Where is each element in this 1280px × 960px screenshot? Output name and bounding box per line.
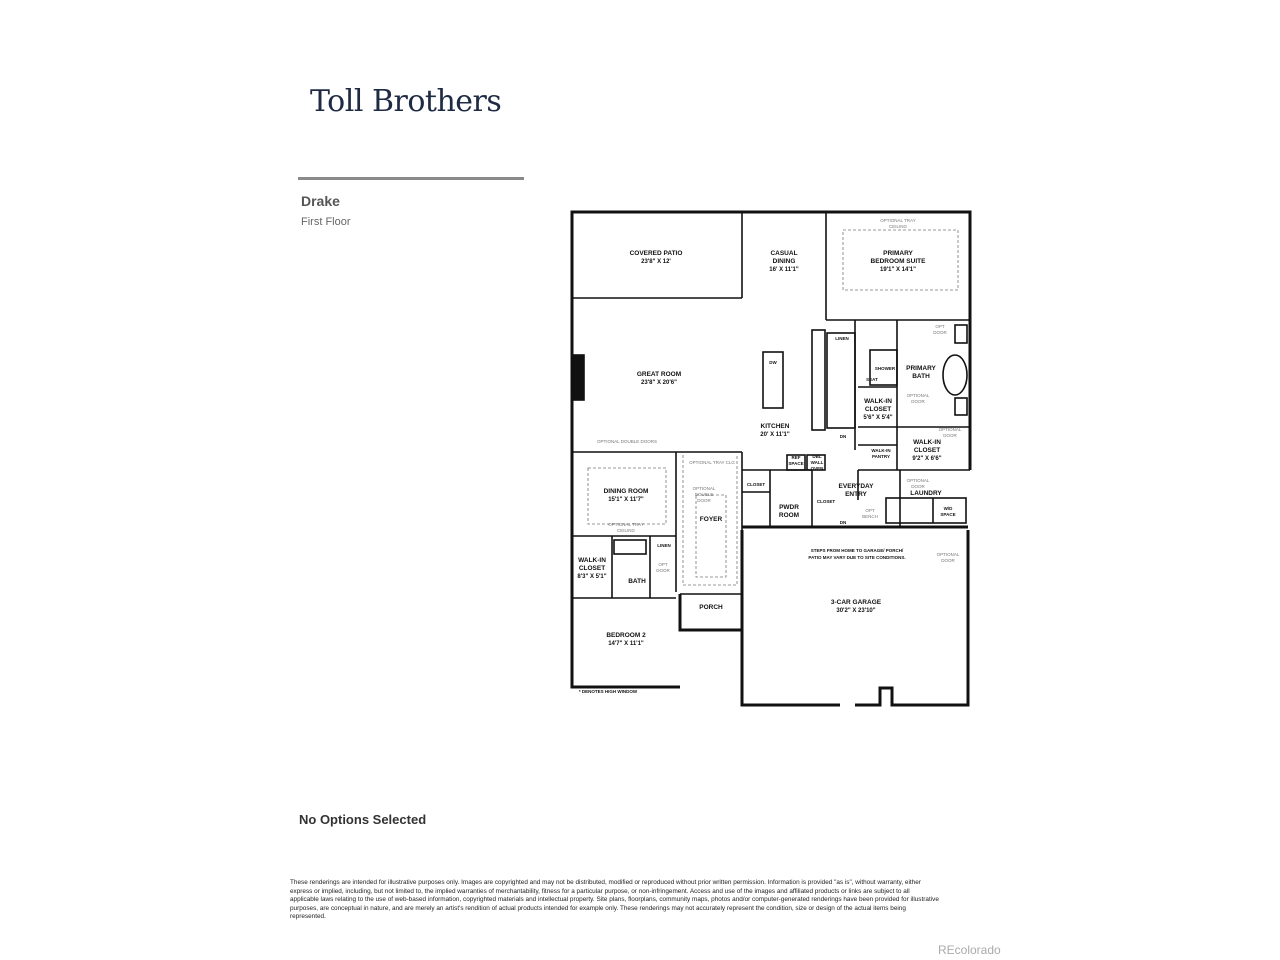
floor-plan-interior-walls bbox=[571, 212, 970, 688]
seat-label: SEAT bbox=[866, 377, 878, 382]
garage-dims: 30'2" X 23'10" bbox=[836, 608, 875, 614]
disclaimer-text: These renderings are intended for illust… bbox=[290, 879, 939, 921]
casual-dining-name-2: DINING bbox=[773, 258, 796, 265]
primary-bedroom-name-1: PRIMARY bbox=[883, 250, 913, 257]
optional-tray-ceiling-note-a2: CEILING bbox=[889, 224, 908, 229]
bedroom-2-name: BEDROOM 2 bbox=[606, 632, 646, 639]
primary-bath-name-2: BATH bbox=[912, 373, 930, 380]
optional-tray-ceilings bbox=[587, 229, 959, 586]
walk-in-closet-2-dims: 9'2" X 6'6" bbox=[912, 456, 941, 462]
optional-tray-ceiling-note-a1: OPTIONAL TRAY bbox=[880, 218, 915, 223]
optional-tray-ceiling-note-c2: CEILING bbox=[617, 528, 636, 533]
pwdr-room-name-1: PWDR bbox=[779, 504, 799, 511]
shower-label: SHOWER bbox=[875, 366, 896, 371]
dishwasher-label: DW bbox=[769, 360, 777, 365]
opt-door-label-b2: DOOR bbox=[656, 568, 670, 573]
model-name: Drake bbox=[301, 193, 340, 209]
kitchen-name: KITCHEN bbox=[761, 423, 790, 430]
optional-door-note-a2: DOOR bbox=[911, 399, 925, 404]
walk-in-pantry-label-1: WALK-IN bbox=[871, 448, 890, 453]
primary-bath-name-1: PRIMARY bbox=[906, 365, 936, 372]
optional-double-door-note-2: DOUBLE bbox=[695, 492, 714, 497]
opt-bench-label-1: OPT bbox=[865, 508, 875, 513]
walk-in-closet-primary-name-2: CLOSET bbox=[865, 406, 891, 413]
casual-dining-name-1: CASUAL bbox=[770, 250, 797, 257]
ref-space-label-1: REF bbox=[792, 455, 801, 460]
steps-note-1: STEPS FROM HOME TO GARAGE/ PORCH/ bbox=[811, 548, 904, 553]
great-room-name: GREAT ROOM bbox=[637, 371, 681, 378]
wd-space-label-1: W/D bbox=[944, 506, 953, 511]
opt-bench-label-2: BENCH bbox=[862, 514, 878, 519]
stairs-down-label-2: DN bbox=[840, 520, 847, 525]
optional-door-note-b1: OPTIONAL bbox=[939, 427, 962, 432]
optional-tray-ceiling-note-c1: OPTIONAL TRAY bbox=[608, 522, 643, 527]
divider bbox=[298, 177, 524, 180]
ref-space-label-2: SPACE bbox=[788, 461, 803, 466]
closet-label-2: CLOSET bbox=[817, 499, 836, 504]
covered-patio-name: COVERED PATIO bbox=[630, 250, 683, 257]
wd-space-label-2: SPACE bbox=[940, 512, 955, 517]
linen-label-2: LINEN bbox=[657, 543, 671, 548]
garage-name: 3-CAR GARAGE bbox=[831, 599, 882, 606]
linen-label: LINEN bbox=[835, 336, 849, 341]
bath-name: BATH bbox=[628, 578, 646, 585]
optional-door-note-d2: DOOR bbox=[941, 558, 955, 563]
walk-in-closet-primary-dims: 5'6" X 5'4" bbox=[863, 415, 892, 421]
dbl-wall-oven-label-1: DBL bbox=[812, 454, 821, 459]
brand-logo: Toll Brothers bbox=[310, 84, 502, 119]
dining-room-name: DINING ROOM bbox=[604, 488, 649, 495]
foyer-name: FOYER bbox=[700, 516, 723, 523]
kitchen-dims: 20' X 11'1" bbox=[760, 432, 790, 438]
walk-in-closet-2-name-2: CLOSET bbox=[914, 447, 940, 454]
optional-door-note-b2: DOOR bbox=[943, 433, 957, 438]
walk-in-pantry-label-2: PANTRY bbox=[872, 454, 890, 459]
walk-in-closet-bed2-name-2: CLOSET bbox=[579, 565, 605, 572]
great-room-dims: 23'8" X 20'6" bbox=[641, 380, 677, 386]
options-status: No Options Selected bbox=[299, 812, 427, 827]
floor-name: First Floor bbox=[301, 216, 351, 228]
optional-door-note-c1: OPTIONAL bbox=[907, 478, 930, 483]
opt-door-label-2: DOOR bbox=[933, 330, 947, 335]
walk-in-closet-bed2-name-1: WALK-IN bbox=[578, 557, 606, 564]
dbl-wall-oven-label-3: OVEN bbox=[811, 466, 824, 471]
primary-bedroom-dims: 19'1" X 14'1" bbox=[880, 267, 916, 273]
closet-label: CLOSET bbox=[747, 482, 766, 487]
high-window-note: * DENOTES HIGH WINDOW bbox=[579, 689, 638, 694]
optional-door-note-a1: OPTIONAL bbox=[907, 393, 930, 398]
optional-double-doors-note: OPTIONAL DOUBLE DOORS bbox=[597, 439, 657, 444]
walk-in-closet-2-name-1: WALK-IN bbox=[913, 439, 941, 446]
pwdr-room-name-2: ROOM bbox=[779, 512, 799, 519]
optional-door-note-c2: DOOR bbox=[911, 484, 925, 489]
dbl-wall-oven-label-2: WALL bbox=[811, 460, 824, 465]
watermark: REcolorado bbox=[938, 943, 1001, 957]
everyday-entry-name-2: ENTRY bbox=[845, 491, 867, 498]
laundry-name: LAUNDRY bbox=[910, 490, 942, 497]
porch-name: PORCH bbox=[699, 604, 723, 611]
optional-door-note-d1: OPTIONAL bbox=[937, 552, 960, 557]
opt-door-label-b1: OPT bbox=[658, 562, 668, 567]
bedroom-2-dims: 14'7" X 11'1" bbox=[608, 641, 644, 647]
walk-in-closet-primary-name-1: WALK-IN bbox=[864, 398, 892, 405]
everyday-entry-name-1: EVERYDAY bbox=[839, 483, 875, 490]
walk-in-closet-bed2-dims: 8'3" X 5'1" bbox=[577, 574, 606, 580]
optional-double-door-note-3: DOOR bbox=[697, 498, 711, 503]
opt-door-label-1: OPT bbox=[935, 324, 945, 329]
dining-room-dims: 15'1" X 11'7" bbox=[608, 497, 644, 503]
stairs-down-label: DN bbox=[840, 434, 847, 439]
optional-double-door-note-1: OPTIONAL bbox=[693, 486, 716, 491]
covered-patio-dims: 23'8" X 12' bbox=[641, 259, 671, 265]
optional-tray-ceiling-note-b: OPTIONAL TRAY CLG bbox=[689, 460, 735, 465]
casual-dining-dims: 16' X 11'1" bbox=[769, 267, 799, 273]
steps-note-2: PATIO MAY VARY DUE TO SITE CONDITIONS. bbox=[808, 555, 905, 560]
primary-bedroom-name-2: BEDROOM SUITE bbox=[871, 258, 927, 265]
